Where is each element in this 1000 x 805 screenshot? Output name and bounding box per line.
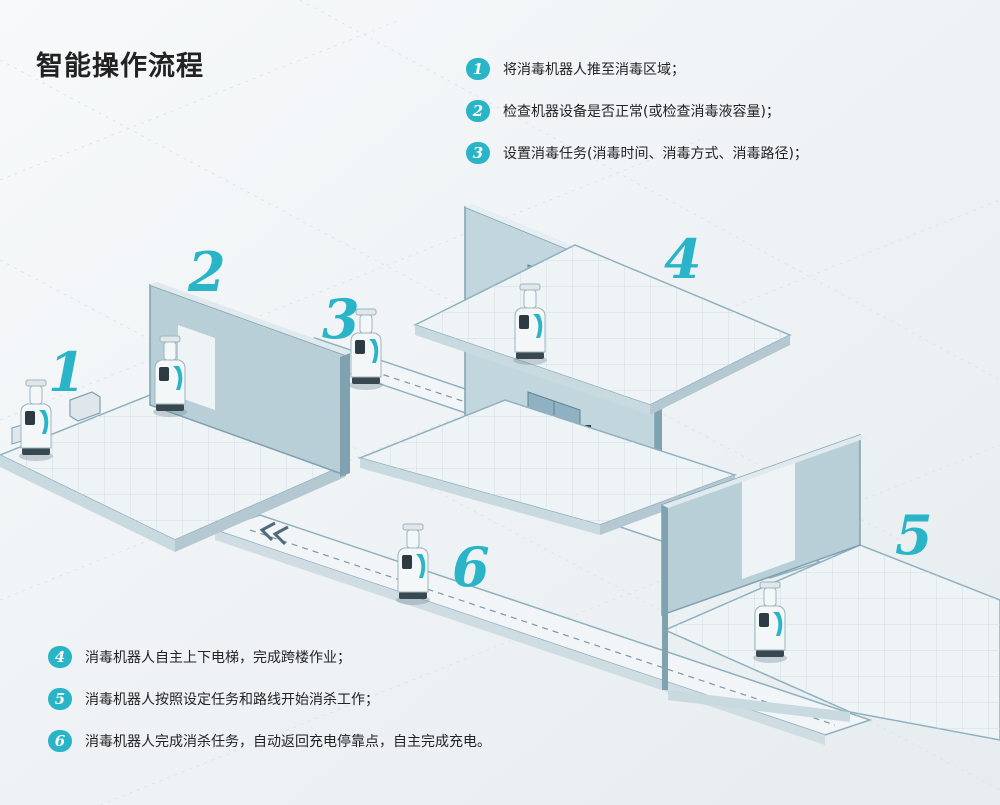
path-arrow-icon (259, 521, 289, 546)
stage-label-5: 5 (895, 503, 933, 567)
step-item: 5 消毒机器人按照设定任务和路线开始消杀工作； (48, 688, 491, 710)
stage-label-2: 2 (188, 240, 226, 304)
step-text: 将消毒机器人推至消毒区域； (503, 62, 685, 78)
stage-label-3: 3 (322, 287, 360, 351)
step-text: 检查机器设备是否正常(或检查消毒液容量)； (503, 104, 780, 120)
stage-label-4: 4 (664, 227, 702, 291)
room-5 (661, 433, 1000, 741)
steps-list-top: 1 将消毒机器人推至消毒区域； 2 检查机器设备是否正常(或检查消毒液容量)； … (466, 58, 808, 184)
elevator-building (357, 204, 792, 535)
step-text: 消毒机器人完成消杀任务，自动返回充电停靠点，自主完成充电。 (85, 734, 491, 750)
step-number-badge: 5 (48, 688, 72, 710)
step-item: 3 设置消毒任务(消毒时间、消毒方式、消毒路径)； (466, 142, 808, 164)
room-2-wall (149, 282, 352, 477)
step-number-badge: 6 (48, 730, 72, 752)
steps-list-bottom: 4 消毒机器人自主上下电梯，完成跨楼作业； 5 消毒机器人按照设定任务和路线开始… (48, 646, 491, 772)
step-text: 设置消毒任务(消毒时间、消毒方式、消毒路径)； (503, 146, 808, 162)
step-number-badge: 2 (466, 100, 490, 122)
step-text: 消毒机器人按照设定任务和路线开始消杀工作； (85, 692, 379, 708)
step-number-badge: 3 (466, 142, 490, 164)
step-item: 2 检查机器设备是否正常(或检查消毒液容量)； (466, 100, 808, 122)
step-text: 消毒机器人自主上下电梯，完成跨楼作业； (85, 650, 351, 666)
step-number-badge: 1 (466, 58, 490, 80)
step-item: 6 消毒机器人完成消杀任务，自动返回充电停靠点，自主完成充电。 (48, 730, 491, 752)
step-item: 1 将消毒机器人推至消毒区域； (466, 58, 808, 80)
stage-label-6: 6 (452, 535, 490, 599)
step-item: 4 消毒机器人自主上下电梯，完成跨楼作业； (48, 646, 491, 668)
return-route-line (249, 529, 836, 726)
page-title: 智能操作流程 (36, 51, 204, 82)
step-number-badge: 4 (48, 646, 72, 668)
stage-label-1: 1 (48, 340, 86, 404)
